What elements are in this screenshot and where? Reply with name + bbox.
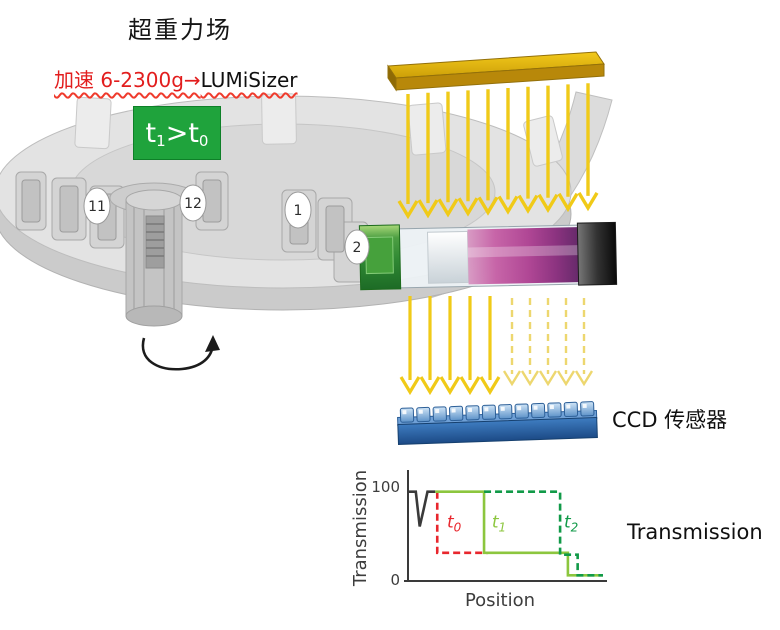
attenuated-ray-arrow [502, 298, 522, 387]
greater-than-symbol: > [165, 117, 189, 149]
ccd-cube-highlight [582, 403, 587, 408]
rotor-cell-holders [15, 171, 369, 283]
transmitted-light-rays-attenuated [502, 298, 594, 387]
transmitted-light-rays-strong [399, 296, 501, 396]
rotor-hub [109, 182, 199, 327]
ccd-sensor-cube [448, 405, 464, 422]
ccd-cube-highlight [418, 409, 423, 414]
position-badge: 11 [83, 187, 111, 225]
ccd-sensor-cube [563, 401, 579, 418]
transmitted-ray-arrow [439, 296, 461, 396]
chart-series-t2 [484, 490, 603, 577]
incident-ray-arrow [397, 94, 419, 220]
position-number-11: 11 [88, 199, 106, 215]
ccd-sensor-cube [530, 402, 546, 419]
cell-dark-cap [576, 221, 618, 286]
chart-series-group [408, 490, 603, 577]
ccd-cube-highlight [484, 407, 489, 412]
ccd-cube-highlight [566, 404, 571, 409]
incident-ray-arrow [457, 90, 479, 217]
rotor-back-slots [74, 93, 563, 167]
position-number-1: 1 [294, 203, 303, 219]
chart-series-initial [408, 490, 436, 527]
t0-subscript: 0 [198, 132, 209, 150]
incident-ray-arrow [477, 89, 499, 216]
attenuated-ray-arrow [520, 298, 540, 387]
attenuated-ray-arrow [574, 298, 594, 387]
ccd-cube-highlight [549, 405, 554, 410]
ccd-cube-highlight [435, 409, 440, 414]
ccd-sensor-cube [432, 406, 447, 422]
incident-light-rays [397, 83, 599, 220]
attenuated-ray-arrow [538, 298, 558, 387]
sample-cell [358, 221, 618, 291]
lumisizer-name: LUMiSizer [200, 68, 298, 92]
ccd-cube-highlight [402, 410, 407, 415]
chart-series-t0 [435, 491, 488, 555]
incident-ray-arrow [557, 84, 579, 213]
ccd-cube-highlight [500, 406, 505, 411]
transmitted-ray-arrow [479, 296, 501, 396]
attenuated-ray-arrow [556, 298, 576, 387]
incident-ray-arrow [517, 86, 539, 214]
ccd-sensor-cube [399, 407, 415, 423]
t1-symbol: t [145, 117, 157, 149]
cell-liquid-highlight [467, 245, 579, 258]
incident-ray-arrow [437, 91, 459, 218]
ccd-cube-highlight [533, 405, 538, 410]
position-number-12: 12 [184, 196, 202, 212]
ccd-cube-highlight [517, 406, 522, 411]
chart-series-t1 [435, 490, 603, 577]
t1-subscript: 1 [156, 132, 166, 150]
acceleration-caption: 加速 6-2300g→LUMiSizer [54, 64, 298, 93]
ccd-sensor-cube [498, 404, 513, 420]
incident-ray-arrow [417, 92, 439, 219]
chart-annotation-t1: t1 [492, 512, 506, 534]
transmitted-ray-arrow [459, 296, 481, 396]
transmission-side-label: Transmission [627, 520, 763, 544]
chart-annotation-t2: t2 [564, 512, 578, 534]
xlabel-position: Position [465, 590, 535, 611]
ccd-sensor-cube [481, 404, 497, 420]
cell-piston [427, 230, 470, 284]
chart-annotations-group: t0 t1 t2 [447, 512, 578, 534]
ccd-sensor-cube [580, 401, 595, 417]
ccd-sensor-cube [416, 406, 431, 423]
ccd-bar [397, 416, 598, 445]
chart-annotation-t0: t0 [447, 512, 462, 534]
hypergravity-title: 超重力场 [128, 16, 232, 44]
ccd-sensor-cube [465, 405, 480, 421]
acceleration-range-text: 加速 6-2300g→ [54, 68, 201, 92]
light-source-bar-end [387, 64, 397, 92]
ccd-sensor-cube [514, 403, 529, 419]
ytick-100: 100 [371, 478, 400, 496]
light-source [387, 51, 605, 220]
ccd-cube-highlight [451, 408, 456, 413]
ccd-sensor-cube [547, 402, 562, 418]
rotation-arrow [141, 335, 220, 371]
ylabel-transmission: Transmission [350, 470, 371, 587]
incident-ray-arrow [537, 85, 559, 214]
cell-liquid-sample [467, 227, 579, 285]
rotor-position-badges: 11 12 1 2 [83, 184, 370, 265]
green-cap-face [365, 236, 394, 275]
ccd-sensor-label: CCD 传感器 [612, 408, 728, 432]
position-badge: 2 [344, 229, 370, 265]
position-badge: 12 [179, 184, 207, 222]
position-number-2: 2 [353, 240, 362, 256]
ccd-array [397, 401, 598, 445]
incident-ray-arrow [497, 88, 519, 215]
position-badge: 1 [284, 191, 312, 229]
incident-ray-arrow [577, 83, 599, 212]
transmitted-ray-arrow [419, 296, 441, 396]
transmitted-ray-arrow [399, 296, 421, 396]
ccd-cube-highlight [467, 407, 473, 413]
ytick-0: 0 [390, 571, 400, 589]
transmission-chart: 100 0 Transmission Position t0 t1 t2 [350, 470, 607, 611]
t0-symbol: t [188, 117, 199, 149]
ccd-sensor-cubes [399, 401, 595, 423]
